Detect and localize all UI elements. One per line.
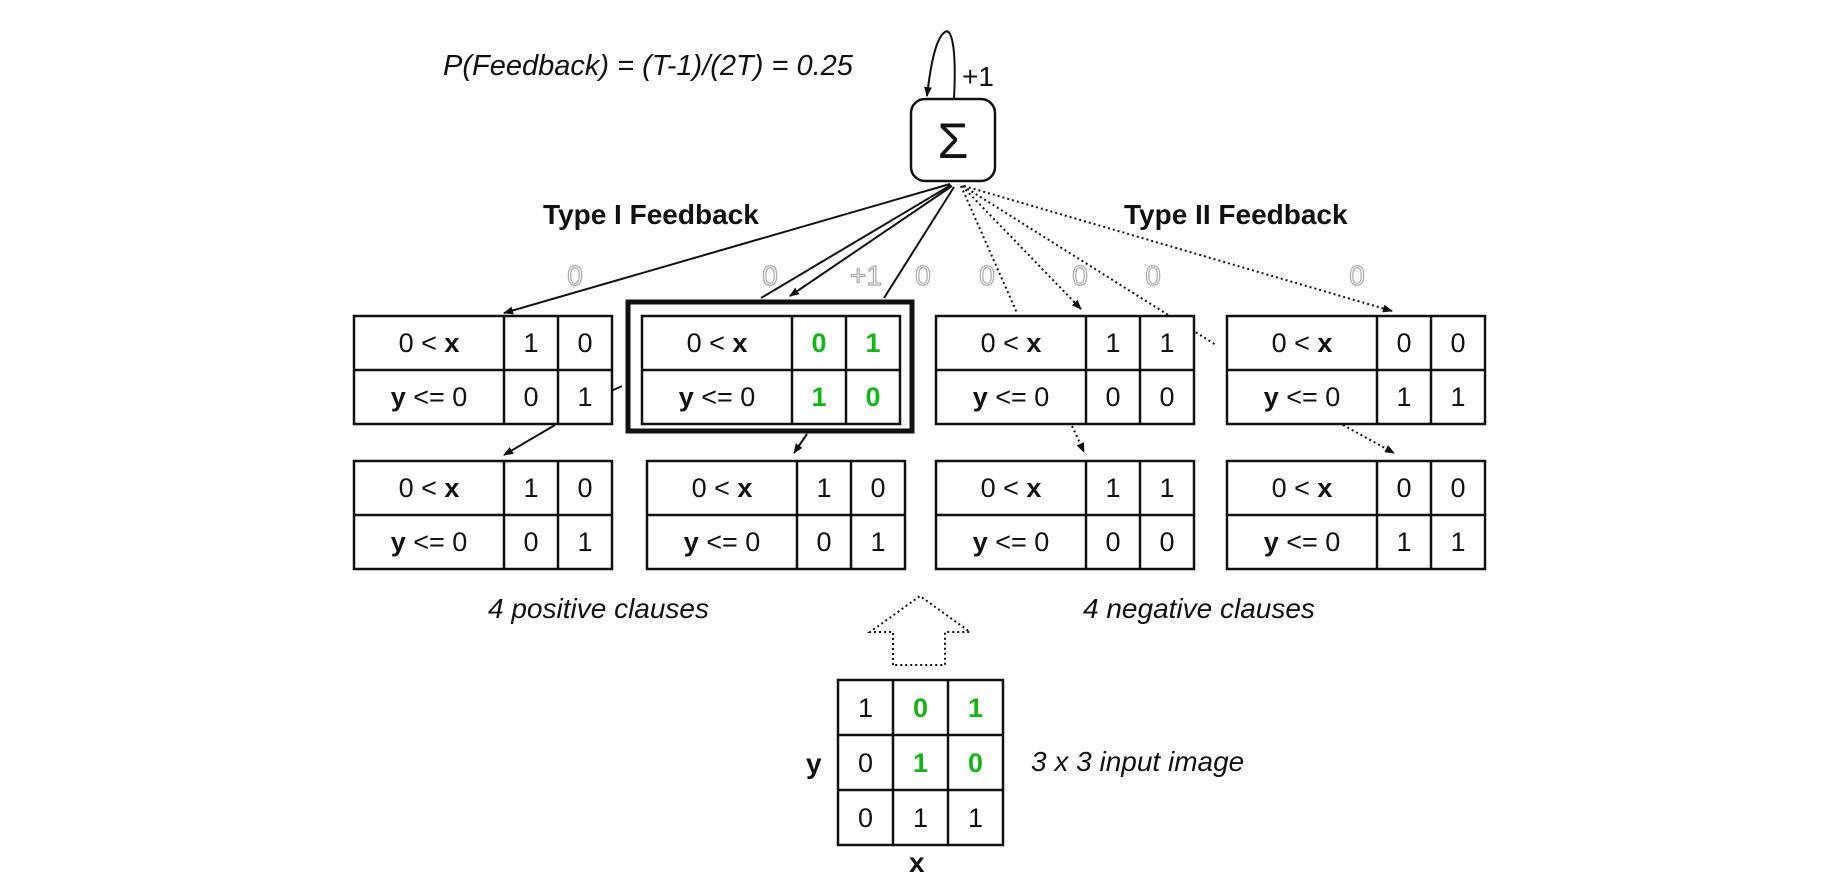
type-1-feedback-label: Type I Feedback — [543, 199, 759, 230]
clause-x-condition: 0 < x — [692, 473, 753, 503]
input-pixel: 1 — [968, 803, 983, 833]
type-1-feedback-arrows — [503, 183, 955, 456]
input-pixel: 1 — [968, 693, 983, 723]
feedback-value-5: 0 — [1072, 260, 1088, 291]
feedback-value-3: 0 — [915, 260, 931, 291]
clause-y-condition: y <= 0 — [1264, 527, 1341, 557]
clause-cell: 1 — [1450, 527, 1465, 557]
positive-clauses-caption: 4 positive clauses — [488, 593, 709, 624]
clause-cell: 1 — [1450, 382, 1465, 412]
input-pixel: 0 — [968, 748, 983, 778]
clause-x-condition: 0 < x — [981, 328, 1042, 358]
type-2-feedback-arrows — [960, 185, 1395, 454]
clause-x-condition: 0 < x — [399, 473, 460, 503]
clause-cell: 1 — [523, 328, 538, 358]
input-pixel: 0 — [858, 748, 873, 778]
clause-cell: 0 — [523, 382, 538, 412]
selected-clause-highlight-frame — [625, 299, 915, 434]
feedback-value-2: +1 — [850, 260, 882, 291]
clause-cell: 0 — [816, 527, 831, 557]
input-pixel: 0 — [913, 693, 928, 723]
feedback-probability-equation: P(Feedback) = (T-1)/(2T) = 0.25 — [443, 50, 854, 82]
clause-table-3: 0 < x y <= 0 0 0 1 1 — [1225, 314, 1487, 426]
clause-cell: 1 — [577, 527, 592, 557]
clause-table-1: 0 < x y <= 0 0 1 1 0 — [640, 314, 902, 426]
clause-cell: 1 — [816, 473, 831, 503]
clause-tables: 0 < x y <= 0 1 0 0 1 0 < x y <= 0 0 1 1 0 0 < x y <= … — [352, 314, 1487, 571]
clause-cell: 0 — [1105, 382, 1120, 412]
clause-cell: 1 — [1105, 328, 1120, 358]
summation-node — [909, 97, 997, 183]
clause-y-condition: y <= 0 — [1264, 382, 1341, 412]
clause-table-2: 0 < x y <= 0 1 1 0 0 — [934, 314, 1196, 426]
clause-cell: 0 — [1396, 473, 1411, 503]
clause-y-condition: y <= 0 — [679, 382, 756, 412]
clause-table-6: 0 < x y <= 0 1 1 0 0 — [934, 459, 1196, 571]
clause-x-condition: 0 < x — [399, 328, 460, 358]
clause-cell: 0 — [1450, 328, 1465, 358]
x-axis-label: x — [909, 847, 925, 878]
clause-cell: 0 — [1159, 527, 1174, 557]
input-pixel: 1 — [913, 748, 928, 778]
clause-y-condition: y <= 0 — [391, 382, 468, 412]
input-image-grid: 1 0 1 0 1 0 0 1 1 — [836, 678, 1005, 847]
input-flow-arrow — [866, 594, 974, 666]
clause-x-condition: 0 < x — [981, 473, 1042, 503]
clause-cell: 1 — [870, 527, 885, 557]
clause-cell: 1 — [1396, 382, 1411, 412]
clause-y-condition: y <= 0 — [391, 527, 468, 557]
y-axis-label: y — [806, 748, 822, 779]
clause-cell: 0 — [577, 328, 592, 358]
clause-table-7: 0 < x y <= 0 0 0 1 1 — [1225, 459, 1487, 571]
clause-cell: 1 — [1105, 473, 1120, 503]
clause-y-condition: y <= 0 — [973, 382, 1050, 412]
clause-cell: 0 — [1159, 382, 1174, 412]
clause-cell: 0 — [577, 473, 592, 503]
self-loop-arrow — [924, 30, 956, 100]
feedback-value-1: 0 — [762, 260, 778, 291]
clause-cell: 0 — [811, 328, 826, 358]
input-pixel: 1 — [858, 693, 873, 723]
clause-cell: 1 — [577, 382, 592, 412]
clause-table-5: 0 < x y <= 0 1 0 0 1 — [645, 459, 907, 571]
self-loop-label: +1 — [962, 61, 994, 92]
clause-x-condition: 0 < x — [1272, 473, 1333, 503]
clause-cell: 1 — [1159, 328, 1174, 358]
clause-cell: 1 — [811, 382, 826, 412]
feedback-value-7: 0 — [1349, 260, 1365, 291]
clause-cell: 1 — [865, 328, 880, 358]
feedback-values: 0 0 +1 0 0 0 0 0 — [567, 259, 1366, 291]
clause-cell: 0 — [1105, 527, 1120, 557]
feedback-value-6: 0 — [1145, 260, 1161, 291]
clause-x-condition: 0 < x — [1272, 328, 1333, 358]
input-image-caption: 3 x 3 input image — [1031, 746, 1244, 777]
clause-cell: 1 — [1396, 527, 1411, 557]
clause-cell: 0 — [523, 527, 538, 557]
feedback-value-0: 0 — [567, 260, 583, 291]
clause-table-4: 0 < x y <= 0 1 0 0 1 — [352, 459, 614, 571]
clause-x-condition: 0 < x — [687, 328, 748, 358]
clause-cell: 1 — [1159, 473, 1174, 503]
clause-cell: 0 — [865, 382, 880, 412]
input-pixel: 0 — [858, 803, 873, 833]
clause-cell: 0 — [1396, 328, 1411, 358]
type-2-feedback-label: Type II Feedback — [1124, 199, 1348, 230]
clause-cell: 0 — [1450, 473, 1465, 503]
clause-cell: 0 — [870, 473, 885, 503]
clause-table-0: 0 < x y <= 0 1 0 0 1 — [352, 314, 614, 426]
clause-y-condition: y <= 0 — [973, 527, 1050, 557]
input-pixel: 1 — [913, 803, 928, 833]
clause-cell: 1 — [523, 473, 538, 503]
sum-symbol: Σ — [938, 113, 969, 169]
feedback-value-4: 0 — [979, 260, 995, 291]
clause-y-condition: y <= 0 — [684, 527, 761, 557]
negative-clauses-caption: 4 negative clauses — [1083, 593, 1315, 624]
